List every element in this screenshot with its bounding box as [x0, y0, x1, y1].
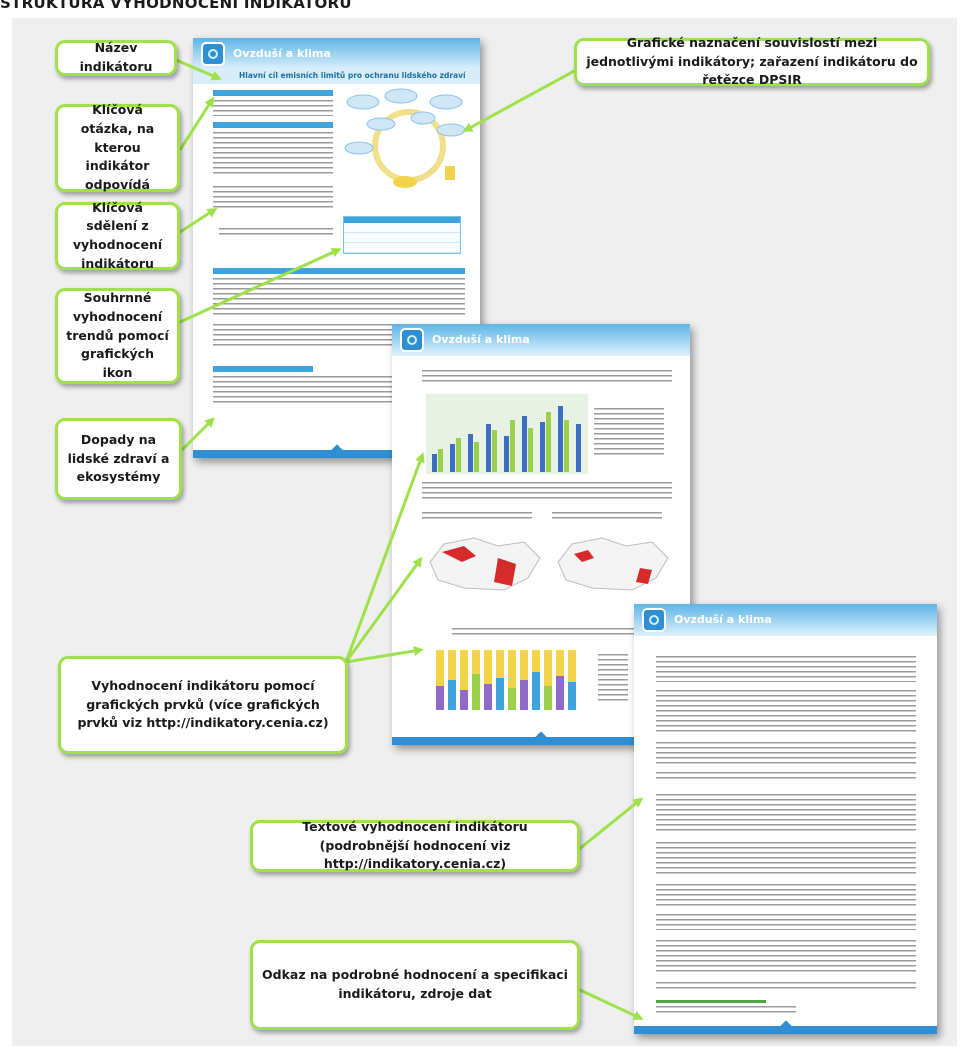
cenia-logo-icon — [201, 42, 225, 66]
document-footer — [193, 450, 480, 458]
map-graphic-right — [557, 537, 669, 591]
text-block — [656, 794, 916, 834]
section-bar — [213, 366, 313, 372]
document-header: Ovzduší a klima — [634, 604, 937, 636]
map-graphic-left — [429, 537, 541, 591]
text-block — [452, 628, 682, 638]
document-footer — [392, 737, 690, 745]
text-block — [656, 656, 916, 682]
stacked-bar-graphic — [436, 650, 576, 710]
bar-chart-graphic — [426, 394, 588, 474]
text-block — [213, 186, 333, 208]
stacked-bars — [436, 650, 576, 710]
document-footer — [634, 1026, 937, 1034]
text-block — [656, 742, 916, 764]
text-block — [656, 1006, 796, 1016]
legend-text — [594, 408, 664, 458]
text-block — [422, 512, 532, 522]
document-title: Ovzduší a klima — [674, 613, 772, 626]
page-heading: STRUKTURA VYHODNOCENÍ INDIKÁTORU — [0, 0, 352, 12]
section-bar — [213, 122, 333, 128]
document-title: Ovzduší a klima — [432, 333, 530, 346]
document-header: Ovzduší a klima — [392, 324, 690, 356]
text-block — [656, 842, 916, 876]
section-bar — [213, 268, 465, 274]
text-block — [213, 100, 333, 116]
section-bar — [213, 90, 333, 96]
callout-nazev-indikatoru: Název indikátoru — [55, 40, 177, 76]
text-block — [219, 228, 333, 238]
document-page-3: Ovzduší a klima — [634, 604, 937, 1034]
callout-dopady: Dopady na lidské zdraví a ekosystémy — [55, 418, 182, 500]
legend-text — [598, 654, 628, 704]
callout-souhrnne-vyhodnoceni: Souhrnné vyhodnocení trendů pomocí grafi… — [55, 288, 180, 384]
text-block — [213, 278, 465, 318]
text-block — [656, 940, 916, 974]
text-block — [552, 512, 662, 522]
document-header: Ovzduší a klima — [193, 38, 480, 70]
callout-odkaz: Odkaz na podrobné hodnocení a specifikac… — [250, 940, 580, 1030]
text-block — [656, 772, 916, 782]
callout-klicova-sdeleni: Klíčová sdělení z vyhodnocení indikátoru — [55, 200, 180, 271]
document-title: Ovzduší a klima — [233, 47, 331, 60]
callout-textove-vyhodnoceni: Textové vyhodnocení indikátoru (podrobně… — [250, 819, 580, 872]
cenia-logo-icon — [400, 328, 424, 352]
text-block — [213, 132, 333, 176]
callout-vyhodnoceni-grafickych-prvku: Vyhodnocení indikátoru pomocí grafických… — [58, 656, 348, 754]
dpsir-relation-graphic — [344, 88, 466, 188]
text-block — [656, 690, 916, 734]
indicator-subtitle: Hlavní cíl emisních limitů pro ochranu l… — [239, 71, 466, 80]
reference-link-bar — [656, 1000, 766, 1003]
text-block — [656, 884, 916, 906]
cenia-logo-icon — [642, 608, 666, 632]
text-block — [656, 982, 916, 992]
text-block — [422, 482, 672, 500]
bar-chart-bars — [432, 406, 581, 472]
text-block — [656, 914, 916, 930]
callout-graficke-naznaceni: Grafické naznačení souvislostí mezi jedn… — [574, 35, 930, 87]
callout-klicova-otazka: Klíčová otázka, na kterou indikátor odpo… — [55, 102, 180, 192]
indicator-subtitle-bar — [193, 70, 480, 84]
trend-icons-box — [343, 216, 461, 254]
text-block — [422, 370, 672, 384]
